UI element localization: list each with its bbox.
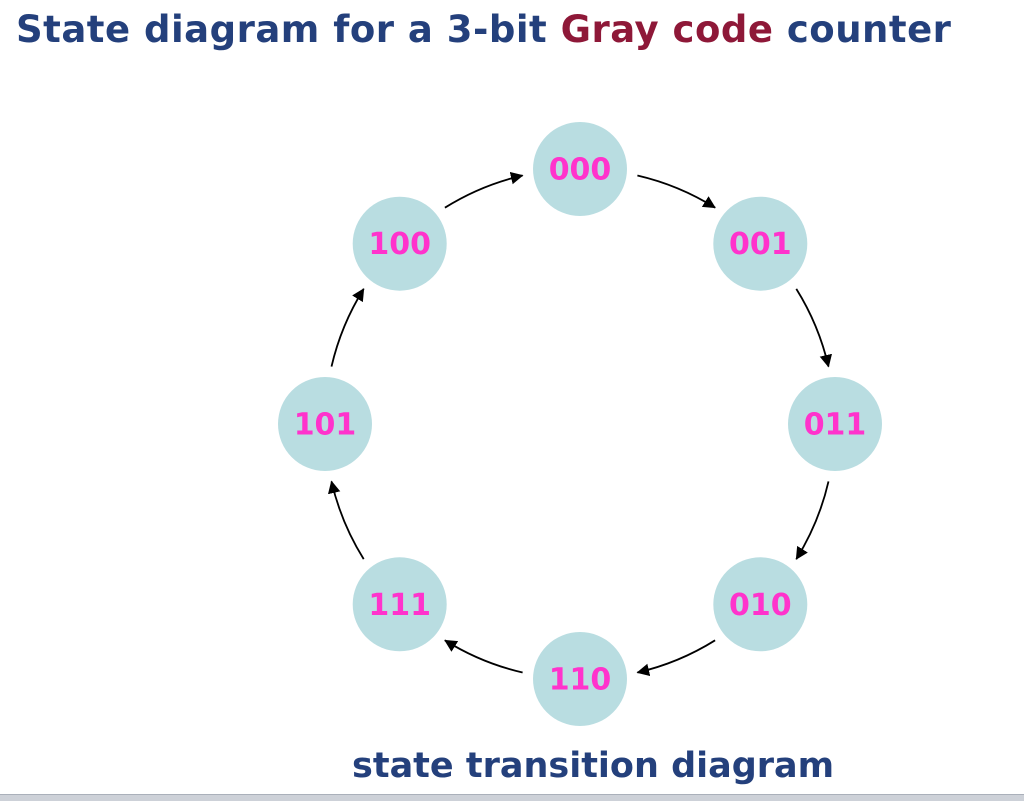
transition-arrow-101-to-100 xyxy=(330,288,365,367)
state-node-011 xyxy=(788,377,882,471)
title-text-1: State diagram for a 3-bit xyxy=(16,8,561,51)
window-bottom-edge xyxy=(0,794,1024,801)
state-label-101: 101 xyxy=(294,408,357,443)
state-label-110: 110 xyxy=(549,663,612,698)
page-title: State diagram for a 3-bit Gray code coun… xyxy=(16,8,951,51)
state-node-001 xyxy=(713,196,808,291)
state-node-010 xyxy=(713,557,808,652)
state-node-000 xyxy=(533,122,627,216)
state-node-101 xyxy=(278,377,372,471)
state-node-110 xyxy=(533,632,627,726)
state-label-010: 010 xyxy=(729,588,792,623)
transition-arrow-011-to-010 xyxy=(795,481,830,560)
transition-arrow-010-to-110 xyxy=(636,639,716,677)
state-node-100 xyxy=(352,196,447,291)
state-label-001: 001 xyxy=(729,227,792,262)
state-label-111: 111 xyxy=(368,588,431,623)
transition-arrow-110-to-111 xyxy=(444,639,523,674)
caption: state transition diagram xyxy=(352,746,835,786)
transition-arrow-100-to-000 xyxy=(444,171,524,209)
state-label-100: 100 xyxy=(368,227,431,262)
transition-arrow-111-to-101 xyxy=(327,480,365,560)
transition-arrow-001-to-011 xyxy=(795,288,833,368)
transition-arrow-000-to-001 xyxy=(637,174,716,209)
state-label-011: 011 xyxy=(804,408,867,443)
state-label-000: 000 xyxy=(549,153,612,188)
state-node-111 xyxy=(352,557,447,652)
title-text-gray-code: Gray code xyxy=(560,8,774,51)
title-text-2: counter xyxy=(773,8,952,51)
